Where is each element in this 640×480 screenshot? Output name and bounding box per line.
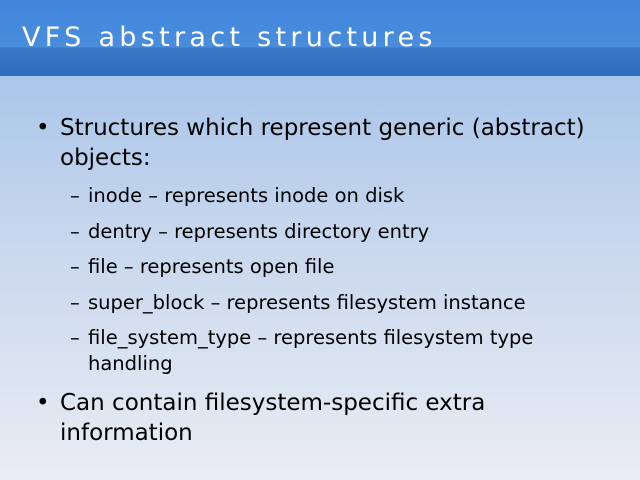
bullet-item: • Structures which represent generic (ab… <box>36 113 620 173</box>
title-bar: VFS abstract structures <box>0 0 640 76</box>
dash-icon: – <box>70 184 80 207</box>
bullet-text: Can contain filesystem-specific extra in… <box>60 390 486 446</box>
dash-icon: – <box>70 326 80 349</box>
bullet-icon: • <box>36 115 50 141</box>
sub-bullet-item: – dentry – represents directory entry <box>70 219 628 245</box>
dash-icon: – <box>70 291 80 314</box>
bullet-text: Structures which represent generic (abst… <box>60 115 585 171</box>
sub-bullet-item: – file_system_type – represents filesyst… <box>70 325 613 377</box>
sub-bullet-text: inode – represents inode on disk <box>88 184 405 207</box>
sub-bullet-item: – inode – represents inode on disk <box>70 183 628 209</box>
sub-bullet-item: – super_block – represents filesystem in… <box>70 290 628 316</box>
sub-bullet-text: super_block – represents filesystem inst… <box>88 291 526 314</box>
bullet-icon: • <box>36 390 50 416</box>
sub-bullet-text: file – represents open file <box>88 255 335 278</box>
dash-icon: – <box>70 255 80 278</box>
sub-bullet-item: – file – represents open file <box>70 254 628 280</box>
bullet-item: • Can contain filesystem-specific extra … <box>36 388 560 448</box>
sub-bullet-text: file_system_type – represents filesystem… <box>88 326 534 375</box>
sub-bullet-text: dentry – represents directory entry <box>88 220 430 243</box>
dash-icon: – <box>70 220 80 243</box>
slide-title: VFS abstract structures <box>22 22 437 53</box>
